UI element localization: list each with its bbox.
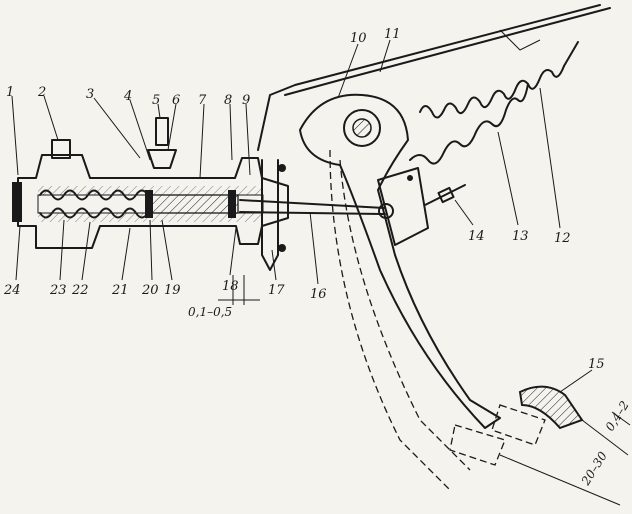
label-19: 19 xyxy=(164,283,181,298)
dimension-pedal-travel: 20–30 xyxy=(578,449,610,489)
return-spring xyxy=(39,189,149,201)
pedal-positions-dashed xyxy=(329,149,546,491)
dimension-pedal-free: 0,4–2 xyxy=(603,398,632,433)
cylinder-body xyxy=(17,154,289,249)
pedal-pad xyxy=(518,385,584,430)
label-2: 2 xyxy=(37,85,46,100)
label-13: 13 xyxy=(512,229,529,244)
piston-seal xyxy=(145,190,153,218)
return-spring-lower xyxy=(39,207,149,219)
mounting-flange xyxy=(261,159,279,271)
leader-lines xyxy=(11,39,593,393)
label-21: 21 xyxy=(111,283,129,298)
piston xyxy=(149,194,239,214)
valve-housing xyxy=(147,149,177,169)
flange-bolt-bottom xyxy=(278,244,286,252)
dimension-lines xyxy=(218,275,631,506)
label-5: 5 xyxy=(152,93,160,108)
label-24: 24 xyxy=(3,283,21,298)
label-1: 1 xyxy=(6,85,14,100)
label-3: 3 xyxy=(86,87,94,102)
bleeder-valve xyxy=(155,117,169,146)
label-22: 22 xyxy=(71,283,89,298)
label-14: 14 xyxy=(468,229,485,244)
return-spring-13 xyxy=(409,83,529,165)
label-11: 11 xyxy=(384,27,401,42)
rod-seal xyxy=(228,190,236,218)
label-23: 23 xyxy=(49,283,67,298)
label-8: 8 xyxy=(224,93,232,108)
stop-bolt xyxy=(424,184,466,206)
pivot-bushing xyxy=(343,109,381,147)
label-12: 12 xyxy=(554,231,571,246)
label-4: 4 xyxy=(123,89,132,104)
label-17: 17 xyxy=(268,283,285,298)
flange-bolt-top xyxy=(278,164,286,172)
label-10: 10 xyxy=(350,31,367,46)
pedal-bracket xyxy=(257,4,611,151)
label-18: 18 xyxy=(222,279,239,294)
lever-plate xyxy=(377,167,429,246)
end-cap xyxy=(12,182,22,222)
reservoir-port xyxy=(51,139,71,159)
label-7: 7 xyxy=(198,93,207,108)
label-9: 9 xyxy=(242,93,250,108)
label-6: 6 xyxy=(172,93,180,108)
label-20: 20 xyxy=(141,283,159,298)
pedal-lever xyxy=(299,93,501,429)
spring-hook xyxy=(407,175,413,181)
master-cylinder xyxy=(12,117,289,271)
part-labels: 1 2 3 4 5 6 7 8 9 10 11 12 13 14 15 16 1… xyxy=(3,27,605,372)
pivot-shaft xyxy=(352,118,372,138)
label-15: 15 xyxy=(588,357,605,372)
return-spring-12 xyxy=(419,41,579,119)
dimension-gap: 0,1–0,5 xyxy=(188,305,232,319)
pedal-arm xyxy=(299,93,501,429)
label-16: 16 xyxy=(310,287,327,302)
